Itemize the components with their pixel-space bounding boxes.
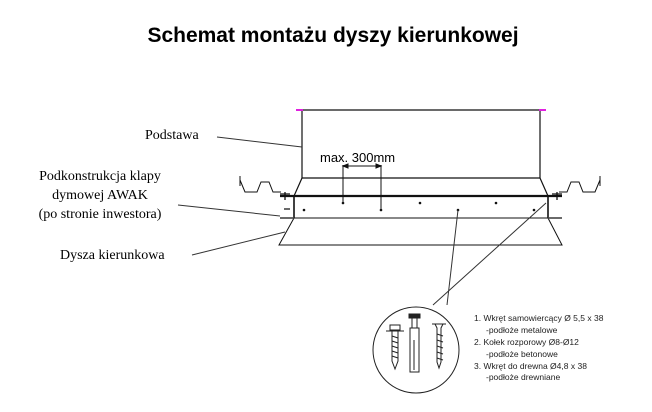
expansion-anchor-icon <box>408 313 421 373</box>
diagram-title: Schemat montażu dyszy kierunkowej <box>147 24 518 47</box>
roof-sheet-left <box>239 176 281 193</box>
label-nozzle: Dysza kierunkowa <box>60 248 165 263</box>
label-substructure-2: dymowej AWAK <box>52 188 148 203</box>
base-box <box>293 109 549 197</box>
wood-screw-icon <box>432 323 446 370</box>
roof-sheet-right <box>559 176 601 193</box>
label-base: Podstawa <box>145 128 199 143</box>
fastener-dots <box>302 201 536 212</box>
spacing-label: max. 300mm <box>320 150 395 165</box>
fastener-legend: 1. Wkręt samowiercący Ø 5,5 x 38 -podłoż… <box>474 313 604 382</box>
leader-substructure <box>177 204 281 217</box>
label-substructure-1: Podkonstrukcja klapy <box>39 169 161 184</box>
spacing-dimension <box>341 163 383 210</box>
label-substructure-3: (po stronie inwestora) <box>39 207 162 222</box>
legend-note-2: -podłoże betonowe <box>486 349 558 359</box>
nozzle-outline <box>278 217 563 246</box>
fasteners-detail <box>372 306 460 394</box>
damper-frame <box>280 192 562 219</box>
legend-note-1: -podłoże metalowe <box>486 325 558 335</box>
legend-note-3: -podłoże drewniane <box>486 372 560 382</box>
self-drilling-screw-icon <box>386 324 404 371</box>
leader-base <box>216 136 303 148</box>
leader-fastener-2 <box>432 202 547 306</box>
legend-item-1: 1. Wkręt samowiercący Ø 5,5 x 38 <box>474 313 604 323</box>
legend-item-2: 2. Kołek rozporowy Ø8-Ø12 <box>474 337 579 347</box>
legend-item-3: 3. Wkręt do drewna Ø4,8 x 38 <box>474 361 587 371</box>
leader-fastener-1 <box>446 209 459 306</box>
leader-nozzle <box>191 231 286 256</box>
